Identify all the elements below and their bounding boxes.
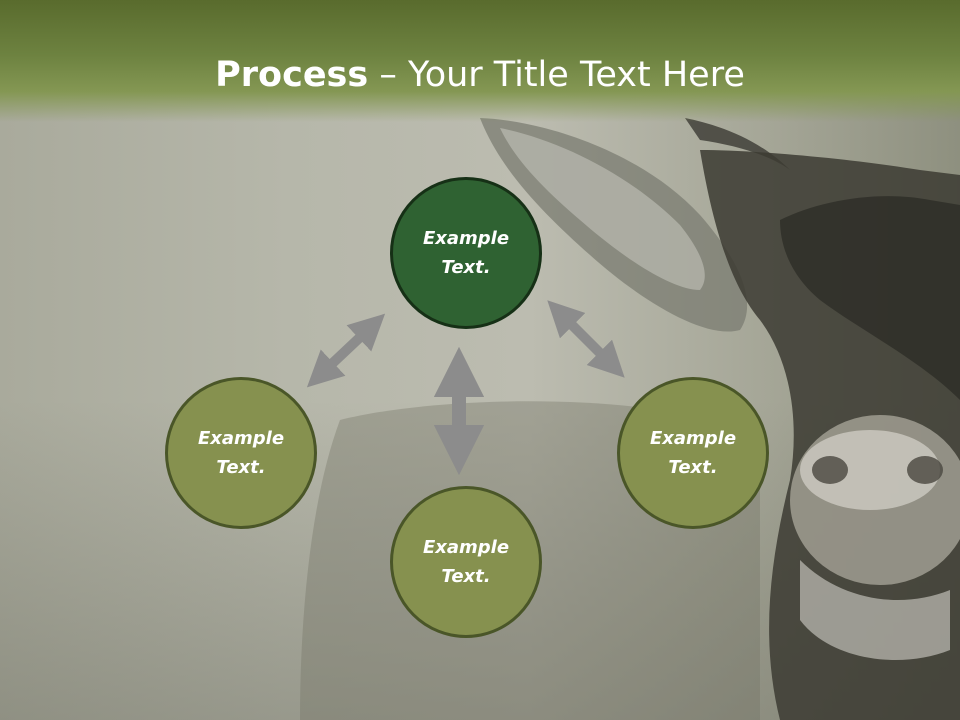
slide-title-rest: – Your Title Text Here [368, 55, 745, 95]
node-top-label: Example Text. [422, 228, 510, 278]
process-node-right: Example Text. [617, 377, 769, 529]
title-bar [0, 0, 960, 122]
node-right-label: Example Text. [649, 428, 737, 478]
arrow-top-right [547, 300, 625, 378]
slide-title-bold: Process [215, 55, 369, 95]
node-left-label: Example Text. [197, 428, 285, 478]
process-node-left: Example Text. [165, 377, 317, 529]
slide-title: Process – Your Title Text Here [0, 52, 960, 98]
process-node-top: Example Text. [390, 177, 542, 329]
process-node-bottom: Example Text. [390, 486, 542, 638]
node-bottom-label: Example Text. [422, 537, 510, 587]
arrow-top-left [306, 313, 386, 388]
